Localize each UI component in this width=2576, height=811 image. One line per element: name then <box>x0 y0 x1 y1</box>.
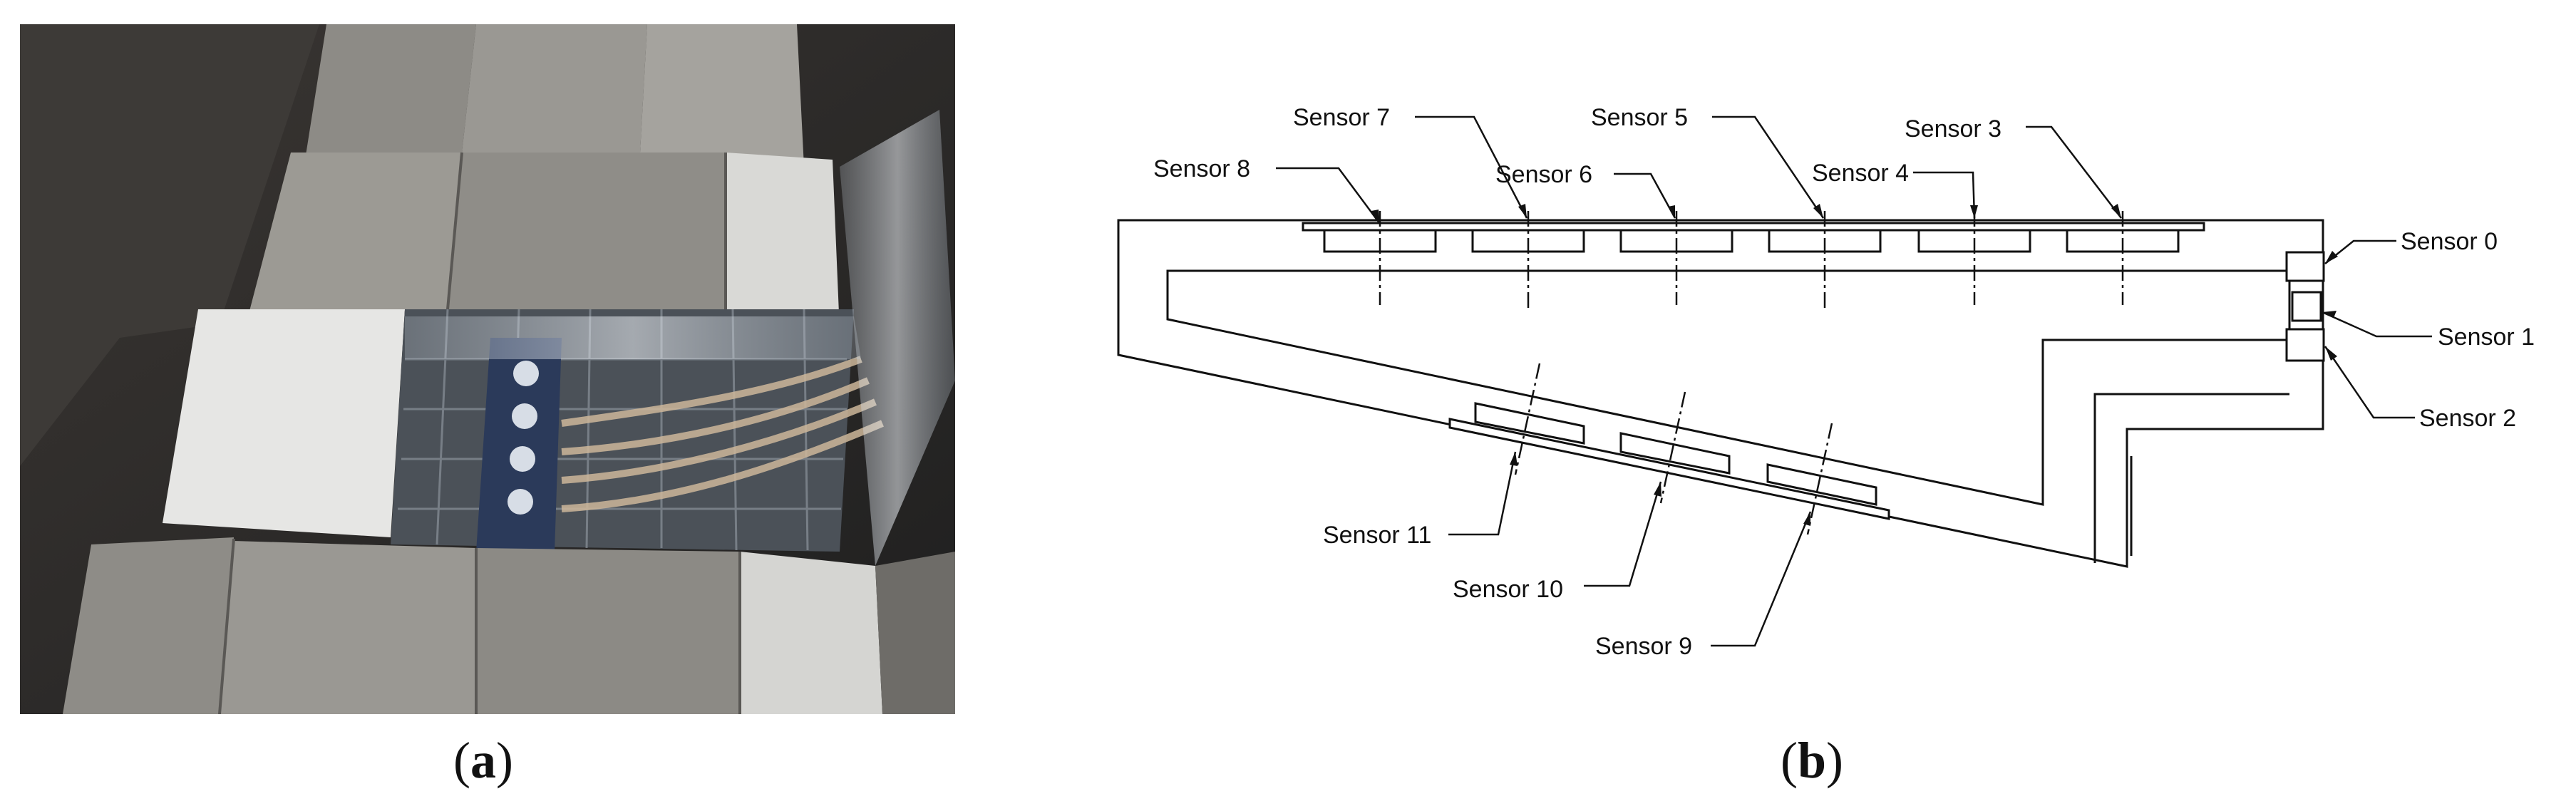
top-base-strip <box>1302 222 2205 232</box>
arrow-6 <box>1668 205 1675 218</box>
sensor-1-box <box>2291 291 2322 322</box>
leader-sensor-7 <box>1415 115 1528 219</box>
sensor-2-box <box>2285 328 2325 362</box>
concrete-block <box>220 541 476 714</box>
arrow-11 <box>1510 452 1518 466</box>
concrete-block <box>640 24 804 167</box>
white-block <box>740 552 882 714</box>
sensor-9-label: Sensor 9 <box>1595 633 1692 660</box>
sensor-dots <box>508 361 539 515</box>
leader-sensor-3 <box>2026 125 2122 219</box>
arrow-8 <box>1371 210 1380 224</box>
bottom-plate-10 <box>1619 432 1731 475</box>
sensor-4-label: Sensor 4 <box>1812 160 1909 187</box>
leader-sensor-6 <box>1614 172 1676 219</box>
white-block <box>726 153 840 331</box>
sensor-0-label: Sensor 0 <box>2401 228 2498 255</box>
bottom-plate-9 <box>1766 463 1877 506</box>
arrow-2 <box>2325 346 2337 361</box>
cables <box>561 356 884 512</box>
caption-b-letter: b <box>1797 732 1827 789</box>
leader-sensor-10 <box>1584 481 1662 587</box>
leader-sensor-4 <box>1913 171 1976 219</box>
bottom-base-strip <box>1448 418 1890 520</box>
caption-a-letter: a <box>470 732 496 789</box>
outer-outline <box>1117 219 2324 568</box>
sensor-11-label: Sensor 11 <box>1323 522 1431 549</box>
leader-sensor-2 <box>2324 346 2415 419</box>
side-sensors <box>2285 251 2325 362</box>
centerline-10 <box>1659 391 1686 504</box>
concrete-block <box>448 153 726 309</box>
photo-illustration <box>20 24 955 714</box>
centerline-11 <box>1514 363 1541 475</box>
caption-b-close: ) <box>1826 732 1844 789</box>
arrow-5 <box>1813 204 1823 218</box>
sensor-5-label: Sensor 5 <box>1591 104 1688 131</box>
block-joints <box>218 152 741 714</box>
sensor-10-label: Sensor 10 <box>1453 576 1563 603</box>
sensor-0-box <box>2285 251 2325 282</box>
sensor-1-label: Sensor 1 <box>2438 324 2535 351</box>
arrow-7 <box>1518 204 1527 218</box>
sensor-2-label: Sensor 2 <box>2419 405 2516 432</box>
concrete-block <box>248 153 462 316</box>
arrow-4 <box>1970 205 1978 218</box>
sensor-layout-diagram: Sensor 8 Sensor 7 Sensor 6 Sensor 5 Sens… <box>1098 71 2566 684</box>
centerline-9 <box>1806 423 1833 535</box>
structure-outline <box>1117 219 2324 568</box>
sensor-3-label: Sensor 3 <box>1905 115 2001 143</box>
leader-sensor-9 <box>1711 511 1812 647</box>
caption-b-open: ( <box>1781 732 1798 789</box>
arrow-10 <box>1654 482 1661 497</box>
glass-panel <box>840 110 955 566</box>
leader-lines <box>1276 115 2432 647</box>
caption-a-close: ) <box>495 732 513 789</box>
concrete-block <box>305 24 476 160</box>
concrete-block <box>462 24 647 153</box>
sensor-7-label: Sensor 7 <box>1293 104 1390 131</box>
top-plates <box>1302 222 2205 253</box>
sensor-bar <box>476 338 562 552</box>
panel-a-caption: (a) <box>453 731 513 790</box>
leader-sensor-8 <box>1276 167 1381 224</box>
arrow-9 <box>1803 512 1810 526</box>
arrow-1 <box>2322 311 2337 318</box>
white-block <box>163 309 405 537</box>
plastic-cover <box>405 316 861 359</box>
concrete-block <box>875 552 955 714</box>
panel-b-caption: (b) <box>1781 731 1843 790</box>
diagram-svg: Sensor 8 Sensor 7 Sensor 6 Sensor 5 Sens… <box>1117 104 2535 660</box>
leader-sensor-1 <box>2322 311 2432 338</box>
experiment-photo <box>20 24 955 714</box>
stepped-line <box>2093 393 2289 563</box>
leader-sensor-0 <box>2324 239 2396 264</box>
sensor-6-label: Sensor 6 <box>1495 161 1592 188</box>
concrete-block <box>476 548 740 714</box>
bottom-plate-11 <box>1474 402 1585 445</box>
arrow-0 <box>2325 251 2338 264</box>
arrow-3 <box>2111 204 2121 218</box>
center-lines <box>1379 211 2124 535</box>
caption-a-open: ( <box>453 732 470 789</box>
leader-sensor-5 <box>1712 115 1825 219</box>
concrete-block <box>63 537 234 714</box>
gravel-area <box>20 24 319 466</box>
arrowheads <box>1371 204 2338 526</box>
sensor-8-label: Sensor 8 <box>1153 155 1250 182</box>
leader-sensor-11 <box>1448 451 1517 536</box>
bottom-plates <box>1448 402 1890 520</box>
